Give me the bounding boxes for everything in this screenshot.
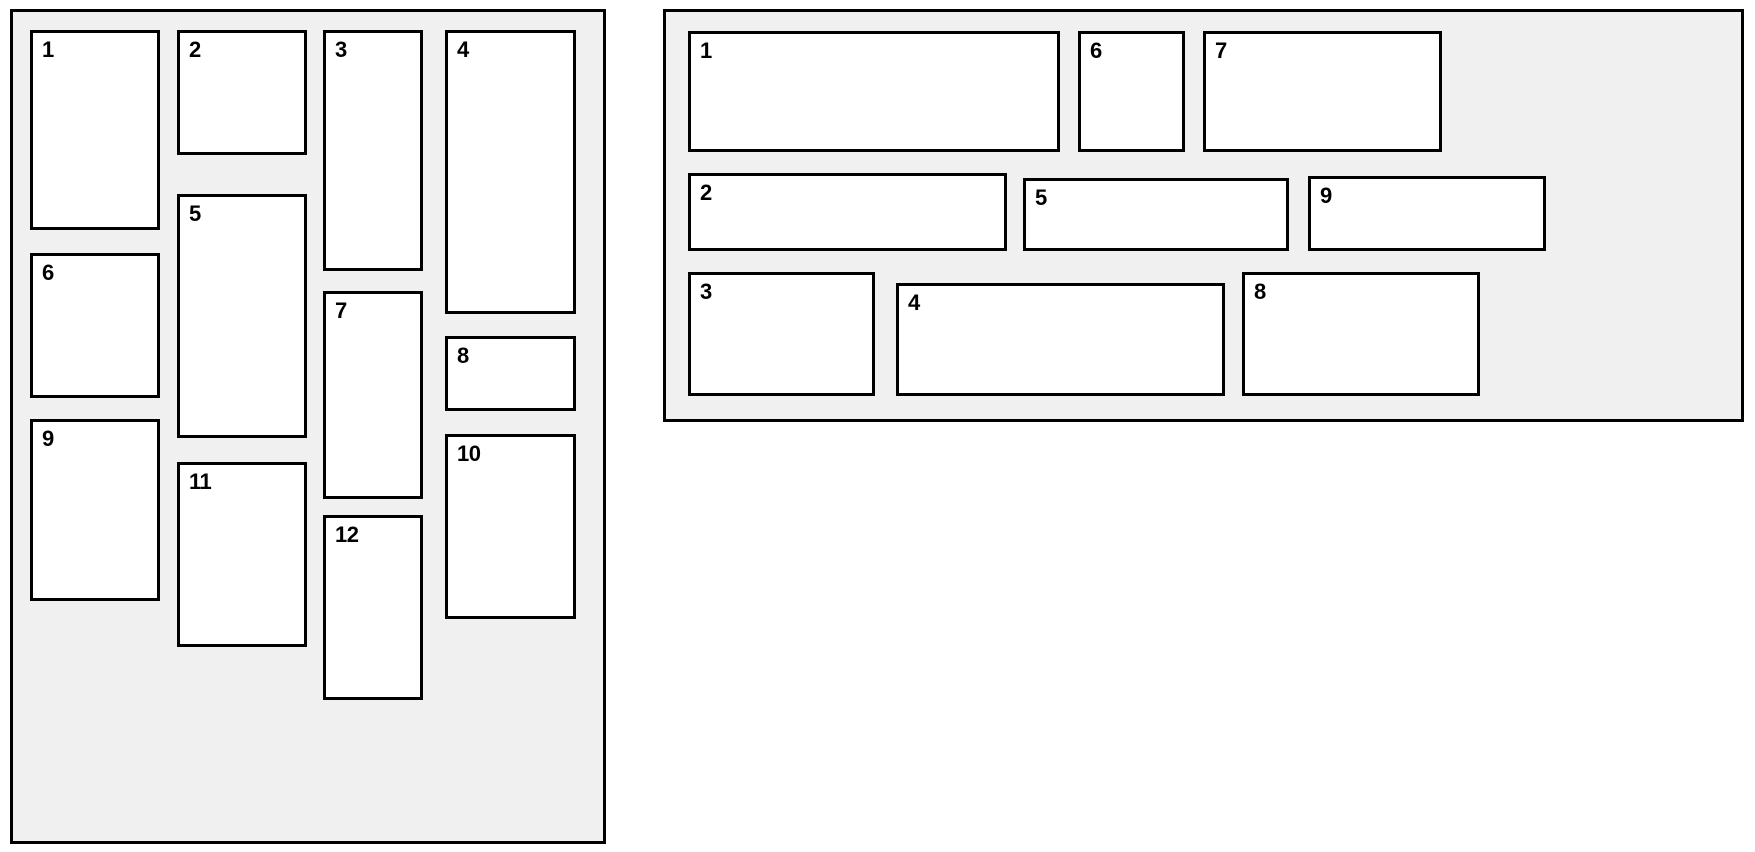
left-panel-box-11[interactable]: 11	[177, 462, 307, 647]
box-label: 9	[1320, 183, 1332, 208]
right-panel-box-5[interactable]: 5	[1023, 178, 1289, 251]
right-panel-box-6[interactable]: 6	[1078, 31, 1185, 152]
left-panel-box-5[interactable]: 5	[177, 194, 307, 438]
box-label: 8	[1254, 279, 1266, 304]
left-panel-box-12[interactable]: 12	[323, 515, 423, 700]
right-panel-box-4[interactable]: 4	[896, 283, 1225, 396]
right-panel-box-8[interactable]: 8	[1242, 272, 1480, 396]
box-label: 6	[42, 260, 54, 285]
left-panel-box-1[interactable]: 1	[30, 30, 160, 230]
right-panel-box-7[interactable]: 7	[1203, 31, 1442, 152]
right-panel-box-2[interactable]: 2	[688, 173, 1007, 251]
right-panel: 1 6 7 2 5 9 3 4 8	[663, 9, 1744, 422]
left-panel-box-9[interactable]: 9	[30, 419, 160, 601]
box-label: 7	[335, 298, 347, 323]
box-label: 4	[908, 290, 920, 315]
left-panel-box-4[interactable]: 4	[445, 30, 576, 314]
right-panel-box-3[interactable]: 3	[688, 272, 875, 396]
box-label: 5	[189, 201, 201, 226]
box-label: 12	[335, 522, 359, 547]
box-label: 3	[700, 279, 712, 304]
box-label: 11	[189, 469, 212, 494]
box-label: 7	[1215, 38, 1227, 63]
right-panel-box-1[interactable]: 1	[688, 31, 1060, 152]
box-label: 1	[700, 38, 712, 63]
box-label: 4	[457, 37, 469, 62]
left-panel-box-2[interactable]: 2	[177, 30, 307, 155]
box-label: 3	[335, 37, 347, 62]
left-panel-box-6[interactable]: 6	[30, 253, 160, 398]
box-label: 8	[457, 343, 469, 368]
box-label: 5	[1035, 185, 1047, 210]
left-panel-box-7[interactable]: 7	[323, 291, 423, 499]
box-label: 1	[42, 37, 54, 62]
box-label: 6	[1090, 38, 1102, 63]
left-panel-box-3[interactable]: 3	[323, 30, 423, 271]
box-label: 10	[457, 441, 481, 466]
left-panel-box-10[interactable]: 10	[445, 434, 576, 619]
right-panel-box-9[interactable]: 9	[1308, 176, 1546, 251]
left-panel-box-8[interactable]: 8	[445, 336, 576, 411]
box-label: 2	[189, 37, 201, 62]
box-label: 9	[42, 426, 54, 451]
box-label: 2	[700, 180, 712, 205]
